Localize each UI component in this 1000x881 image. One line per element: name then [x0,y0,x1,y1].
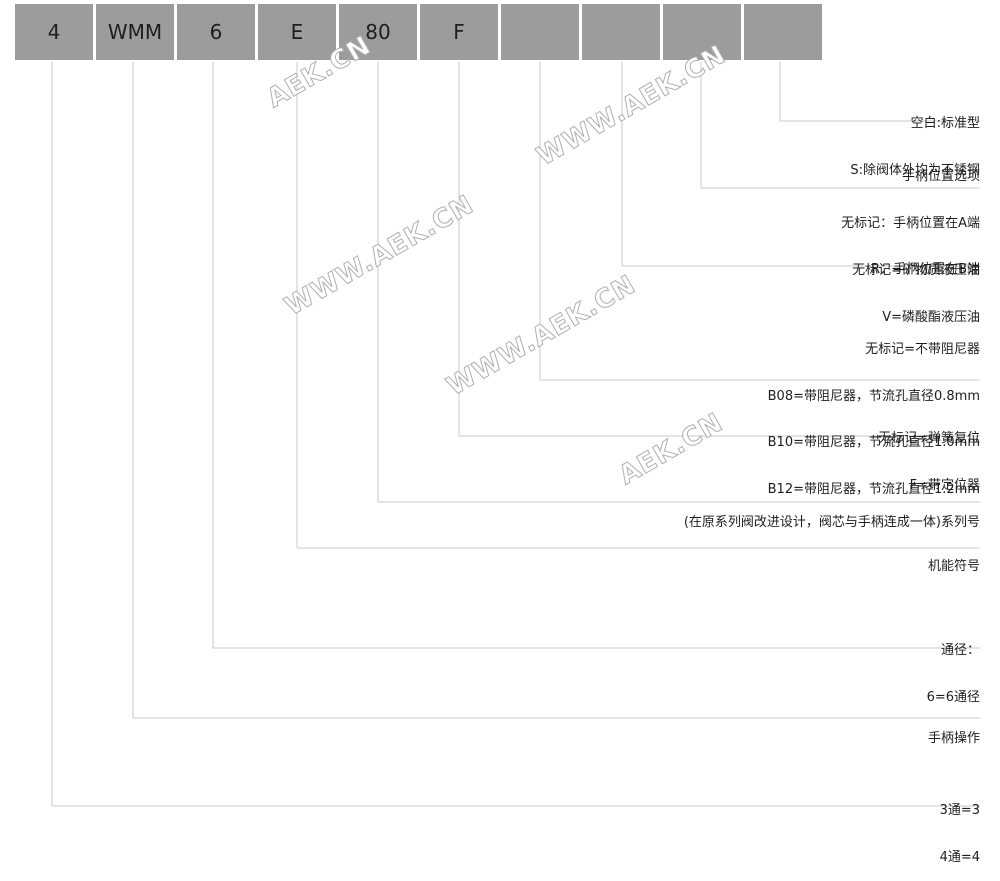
desc-line: S:除阀体外均为不锈钢 [850,162,980,178]
desc-line: (在原系列阀改进设计，阀芯与手柄连成一体)系列号 [683,515,980,530]
code-segment-8 [582,4,660,60]
desc-line: 无标记=矿物质液压油 [852,263,980,278]
desc-line: 6=6通径 [926,689,980,705]
order-code-bar: 4 WMM 6 E 80 F [0,0,1000,62]
desc-line: R：手柄位置在B端 [871,262,980,277]
code-segment-1: 4 [15,4,93,60]
desc-line: 空白:标准型 [910,116,980,131]
desc-line: 手柄操作 [927,731,980,746]
code-segment-5: 80 [339,4,417,60]
code-segment-10 [744,4,822,60]
code-segment-9 [663,4,741,60]
desc-line: 无标记：手柄位置在A端 [841,215,980,231]
code-segment-2: WMM [96,4,174,60]
desc-line: 无标记=弹簧复位 [878,431,980,446]
code-segment-6: F [420,4,498,60]
desc-line: F=带定位器 [909,477,980,493]
desc-manual-operation: 手柄操作 [928,700,980,762]
desc-seal: 空白:标准型 S:除阀体外均为不锈钢 [850,85,980,194]
desc-line: 无标记=不带阻尼器 [865,342,980,357]
desc-line: 机能符号 [927,559,980,574]
code-segment-4: E [258,4,336,60]
desc-series: (在原系列阀改进设计，阀芯与手柄连成一体)系列号 [684,484,980,546]
desc-line: 通径： [940,643,980,658]
desc-line: B12=带阻尼器，节流孔直径1.2mm [767,481,980,497]
desc-line: V=磷酸酯液压油 [882,309,980,325]
desc-damper: 无标记=不带阻尼器 B08=带阻尼器，节流孔直径0.8mm B10=带阻尼器，节… [768,311,980,513]
desc-function-symbol: 机能符号 [928,528,980,590]
desc-ways: 3通=3 4通=4 [940,772,980,881]
desc-nominal-size: 通径： 6=6通径 [927,612,980,721]
desc-line: 手柄位置选项 [901,169,980,184]
desc-line: 4通=4 [939,849,980,865]
desc-handle-position: 手柄位置选项 无标记：手柄位置在A端 R：手柄位置在B端 [841,138,980,293]
code-segment-7 [501,4,579,60]
desc-fluid: 无标记=矿物质液压油 V=磷酸酯液压油 [852,232,980,341]
leader-lines [51,62,980,807]
desc-line: B10=带阻尼器，节流孔直径1.0mm [767,435,980,450]
desc-line: 3通=3 [939,803,980,818]
desc-line: B08=带阻尼器，节流孔直径0.8mm [767,388,980,404]
desc-detent: 无标记=弹簧复位 F=带定位器 [878,400,980,509]
code-segment-3: 6 [177,4,255,60]
